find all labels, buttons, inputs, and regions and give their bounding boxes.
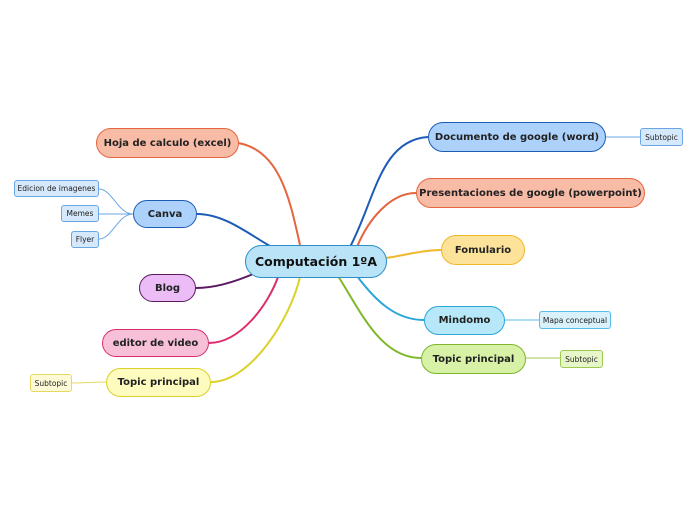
subtopic-documento[interactable]: Subtopic <box>640 128 683 146</box>
topic-blog[interactable]: Blog <box>139 274 196 302</box>
connector-canva <box>196 213 271 247</box>
subtopic-memes[interactable]: Memes <box>61 205 99 222</box>
connector-flyer <box>98 213 134 240</box>
topic-canva[interactable]: Canva <box>133 200 197 228</box>
topic-documento-de-google[interactable]: Documento de google (word) <box>428 122 606 152</box>
subtopic-mapa-conceptual[interactable]: Mapa conceptual <box>539 311 611 329</box>
connector-editor <box>208 276 279 344</box>
topic-principal-right[interactable]: Topic principal <box>421 344 526 374</box>
connector-presentaciones <box>356 192 417 248</box>
connector-edicion <box>98 188 134 215</box>
topic-mindomo[interactable]: Mindomo <box>424 306 505 335</box>
connector-topic-left <box>210 276 301 383</box>
connector-formulario <box>385 249 442 259</box>
subtopic-edicion-de-imagenes[interactable]: Edicion de imagenes <box>14 180 99 197</box>
topic-editor-de-video[interactable]: editor de video <box>102 329 209 357</box>
connector-subtopic-left <box>71 381 107 384</box>
connector-topic-right <box>337 275 422 359</box>
central-topic[interactable]: Computación 1ºA <box>245 245 387 278</box>
connector-hoja <box>237 142 301 246</box>
subtopic-right[interactable]: Subtopic <box>560 350 603 368</box>
topic-principal-left[interactable]: Topic principal <box>106 368 211 397</box>
topic-hoja-de-calculo[interactable]: Hoja de calculo (excel) <box>96 128 239 158</box>
subtopic-flyer[interactable]: Flyer <box>71 231 99 248</box>
connector-documento <box>349 136 429 248</box>
subtopic-left[interactable]: Subtopic <box>30 374 72 392</box>
topic-formulario[interactable]: Fomulario <box>441 235 525 265</box>
topic-presentaciones-de-google[interactable]: Presentaciones de google (powerpoint) <box>416 178 645 208</box>
connector-mindomo <box>356 275 425 321</box>
